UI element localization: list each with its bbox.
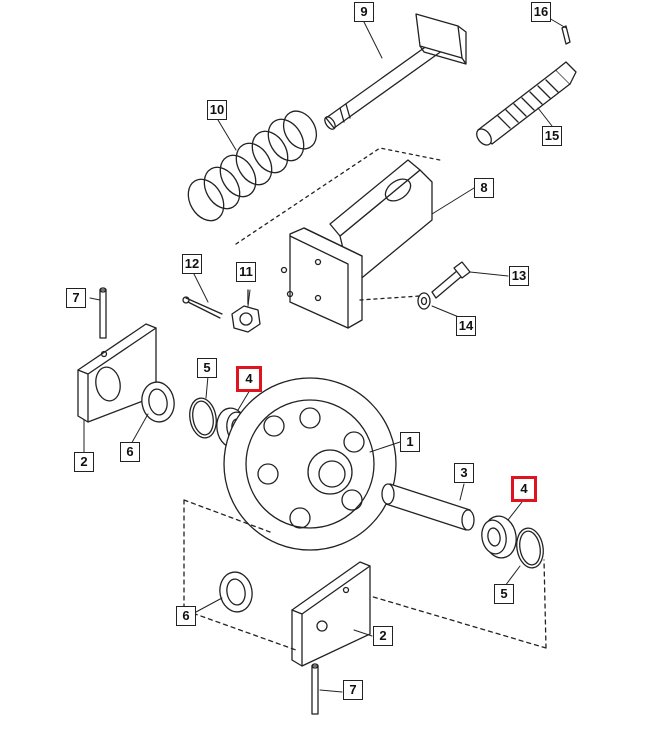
part-15-threaded-bolt xyxy=(476,61,577,146)
part-1-sprocket xyxy=(223,377,397,551)
callout-4-left-highlighted: 4 xyxy=(236,366,262,392)
callout-6-top: 6 xyxy=(120,442,140,462)
callout-2-top: 2 xyxy=(74,452,94,472)
part-8-yoke xyxy=(235,147,441,329)
callout-9: 9 xyxy=(354,2,374,22)
callout-8: 8 xyxy=(474,178,494,198)
callout-15: 15 xyxy=(542,126,562,146)
callout-12: 12 xyxy=(182,254,202,274)
part-12-cotter-pin xyxy=(182,296,223,319)
part-10-coil-spring xyxy=(187,110,318,222)
callout-3: 3 xyxy=(454,463,474,483)
callout-1: 1 xyxy=(400,432,420,452)
part-9-adjuster-rod xyxy=(324,13,467,130)
callout-7-bottom: 7 xyxy=(343,680,363,700)
part-6-seal-top xyxy=(141,381,175,423)
leader-lines xyxy=(83,17,567,693)
callout-10: 10 xyxy=(207,100,227,120)
callout-14: 14 xyxy=(456,316,476,336)
part-16-pin xyxy=(561,25,571,45)
callout-6-bottom: 6 xyxy=(176,606,196,626)
callout-4-right-highlighted: 4 xyxy=(511,476,537,502)
part-13-hex-bolt xyxy=(431,261,471,299)
callout-5-left: 5 xyxy=(197,358,217,378)
callout-5-right: 5 xyxy=(494,584,514,604)
part-2-bearing-block-bottom xyxy=(291,561,371,667)
callout-13: 13 xyxy=(509,266,529,286)
part-3-shaft xyxy=(381,483,475,531)
callout-11: 11 xyxy=(236,262,256,282)
callout-2-bottom: 2 xyxy=(373,626,393,646)
part-14-washer xyxy=(417,292,431,310)
part-4-bearing-right xyxy=(481,515,517,559)
part-5-snap-ring-left xyxy=(189,397,217,439)
callout-7-top: 7 xyxy=(66,288,86,308)
part-5-snap-ring-right xyxy=(516,527,544,569)
part-7-pin-top xyxy=(99,287,107,339)
part-6-seal-bottom xyxy=(219,571,253,613)
callout-16: 16 xyxy=(531,2,551,22)
part-7-pin-bottom xyxy=(311,663,319,715)
part-11-castle-nut xyxy=(231,289,261,333)
